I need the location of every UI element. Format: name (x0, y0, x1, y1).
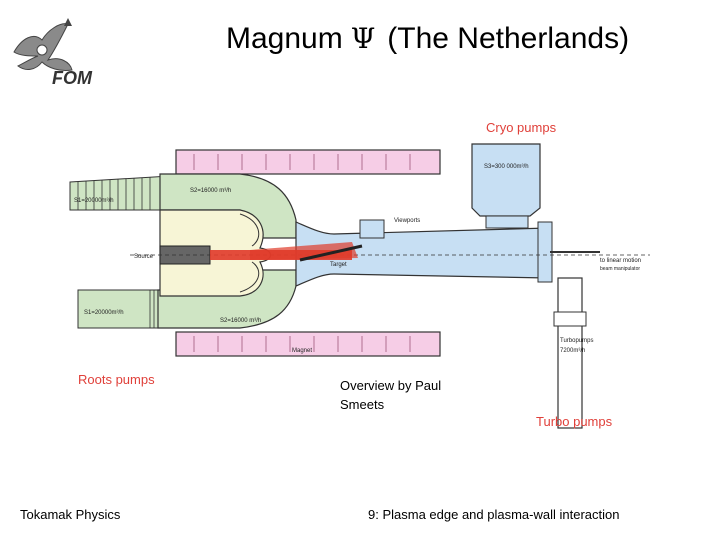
footer-lecture: 9: Plasma edge and plasma-wall interacti… (368, 507, 620, 522)
magnet-bottom (175, 331, 441, 357)
label-turbo-speed: 7200m³/h (560, 348, 585, 354)
magnet-top (175, 149, 441, 175)
label-s1-bottom: S1=20000m³/h (84, 310, 124, 316)
label-cryo-pumps: Cryo pumps (486, 120, 557, 135)
title-psi-symbol: Ψ (350, 22, 376, 55)
label-target: Target (330, 262, 347, 268)
magnum-psi-diagram: S1=20000m³/h S2=16000 m³/h S1=20000m³/h … (60, 110, 660, 440)
fom-logo: FOM (8, 10, 100, 92)
label-viewports: Viewports (394, 218, 420, 224)
label-linear-motion-sub: beam manipulator (600, 266, 640, 272)
title-prefix: Magnum (226, 22, 343, 55)
target (299, 244, 363, 262)
label-overview-line2: Smeets (340, 397, 385, 412)
viewports-tube (359, 219, 385, 239)
label-magnet: Magnet (292, 348, 312, 354)
label-source: Source (134, 254, 154, 260)
label-s2-bottom: S2=16000 m³/h (220, 318, 261, 324)
label-turbo-pumps: Turbo pumps (536, 414, 613, 429)
label-s2-top: S2=16000 m³/h (190, 188, 231, 194)
logo-text: FOM (52, 68, 93, 88)
label-turbopumps: Turbopumps (560, 338, 593, 344)
roots-duct-bottom (77, 289, 159, 329)
title-suffix: (The Netherlands) (387, 22, 630, 55)
cryo-pump (471, 143, 541, 217)
roots-duct-top (69, 175, 171, 211)
vessel-green-bottom (157, 269, 297, 329)
label-s1-top: S1=20000m³/h (74, 198, 114, 204)
label-roots-pumps: Roots pumps (78, 372, 155, 387)
footer-course: Tokamak Physics (20, 507, 121, 522)
label-cryo-speed: S3=300 000m³/h (484, 164, 529, 170)
label-overview-line1: Overview by Paul (340, 378, 441, 393)
label-linear-motion: to linear motion (600, 258, 641, 264)
turbo-pump-column (557, 277, 583, 429)
